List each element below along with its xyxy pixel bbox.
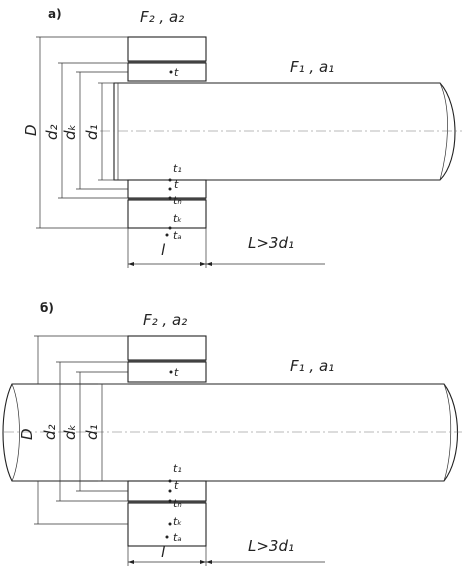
panel-b-label-ta: tₐ	[173, 531, 182, 544]
panel-b-dim-D: D	[18, 428, 36, 440]
panel-b-label-tn: tₙ	[173, 497, 182, 510]
panel-b-width-label: l	[161, 543, 166, 561]
panel-a-contact-layer-bottom	[127, 179, 207, 199]
panel-a-dim-d2: d₂	[43, 124, 61, 140]
panel-a-shaft	[113, 82, 456, 181]
panel-a-label-t: t	[174, 178, 179, 191]
panel-b-outer-block-label: F₂ , a₂	[143, 311, 187, 329]
panel-b: б) F₂ , a₂ F₁ , a₁	[2, 301, 462, 566]
panel-a-dim-D: D	[22, 124, 40, 136]
panel-b-label-t-top: t	[174, 366, 179, 379]
panel-b-label-t: t	[174, 479, 179, 492]
panel-b-contact-layer-bottom	[127, 480, 207, 502]
panel-a-shaft-label: F₁ , a₁	[290, 58, 334, 76]
panel-a-outer-block-top	[127, 36, 207, 62]
panel-a-diameter-dims	[36, 36, 128, 229]
panel-a-point-t-top	[169, 70, 173, 74]
panel-a-length-label: L>3d₁	[248, 234, 294, 252]
panel-b-label-t1: t₁	[173, 462, 182, 475]
panel-b-dim-d2: d₂	[41, 424, 59, 440]
panel-b-shaft-label: F₁ , a₁	[290, 357, 334, 375]
panel-b-length-label: L>3d₁	[248, 537, 294, 555]
panel-b-label: б)	[40, 301, 54, 315]
panel-a-label-ta: tₐ	[173, 229, 182, 242]
panel-b-contact-layer-top	[127, 361, 207, 383]
panel-a-outer-block-bottom	[127, 199, 207, 229]
panel-a-outer-block-label: F₂ , a₂	[140, 8, 184, 26]
panel-b-length-dims	[127, 546, 325, 566]
panel-a: а) F₂ , a₂ F₁ , a₁	[22, 7, 462, 268]
panel-a-dim-dk: dₖ	[61, 124, 79, 140]
panel-b-label-tk: tₖ	[173, 515, 182, 528]
panel-a-dim-d1: d₁	[83, 124, 101, 140]
panel-a-width-label: l	[161, 241, 166, 259]
panel-a-label-t1: t₁	[173, 162, 182, 175]
panel-a-contact-layer-top	[127, 62, 207, 82]
panel-a-length-dims	[127, 228, 325, 268]
panel-a-label: а)	[48, 7, 62, 21]
panel-b-dim-dk: dₖ	[61, 424, 79, 440]
panel-b-outer-block-top	[127, 335, 207, 361]
panel-a-label-t-top: t	[174, 66, 179, 79]
panel-b-shaft	[2, 383, 458, 482]
panel-a-label-tk: tₖ	[173, 212, 182, 225]
panel-a-label-tn: tₙ	[173, 194, 182, 207]
panel-b-outer-block-bottom	[127, 502, 207, 547]
panel-b-dim-d1: d₁	[83, 424, 101, 440]
panel-b-diameter-dims	[34, 335, 128, 525]
